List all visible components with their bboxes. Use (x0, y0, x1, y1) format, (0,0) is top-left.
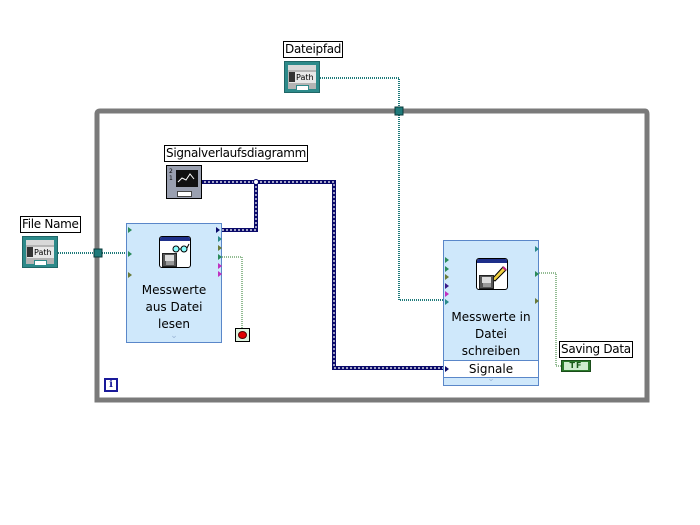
write-vi-line-2: Datei (474, 327, 507, 341)
read-vi-line-1: Messwerte (141, 283, 207, 297)
saving-data-label: Saving Data (559, 341, 633, 358)
read-vi-line-2: aus Datei (145, 300, 203, 314)
expand-chevron-icon[interactable]: ⌄ (170, 331, 178, 341)
dateipfad-terminal[interactable]: Path (284, 61, 320, 93)
saving-data-wire (539, 272, 562, 367)
signale-label: Signale (468, 362, 514, 376)
stop-wire (222, 256, 243, 328)
dateipfad-label: Dateipfad (283, 41, 344, 58)
path-icon (289, 72, 295, 82)
write-vi-line-3: schreiben (461, 344, 521, 358)
tunnel-filename (93, 248, 103, 258)
write-measurements-express-vi[interactable]: Messwerte in Datei schreiben Signale ⌄ (443, 240, 539, 386)
stop-button-terminal[interactable] (235, 328, 250, 342)
path-wire-dateipfad (320, 77, 444, 301)
pencil-floppy-icon (476, 258, 508, 290)
write-vi-line-1: Messwerte in (451, 310, 531, 324)
read-measurements-express-vi[interactable]: Messwerte aus Datei lesen ⌄ (126, 223, 222, 343)
waveform-wire (200, 179, 444, 370)
stop-button-icon (238, 331, 247, 339)
signale-input-terminal[interactable]: Signale (444, 360, 538, 378)
loop-iteration-icon: i (104, 378, 118, 392)
waveform-graph-icon (176, 170, 198, 187)
file-name-label: File Name (20, 216, 81, 233)
tunnel-dateipfad (394, 106, 404, 116)
expand-chevron-icon[interactable]: ⌄ (487, 374, 495, 384)
saving-data-terminal[interactable]: TF (561, 360, 591, 372)
signalverlaufsdiagramm-label: Signalverlaufsdiagramm (164, 145, 309, 162)
file-name-terminal[interactable]: Path (22, 236, 58, 268)
glasses-floppy-icon (159, 236, 191, 268)
path-icon (27, 247, 33, 257)
while-loop-border (94, 108, 650, 403)
read-vi-line-3: lesen (158, 317, 190, 331)
